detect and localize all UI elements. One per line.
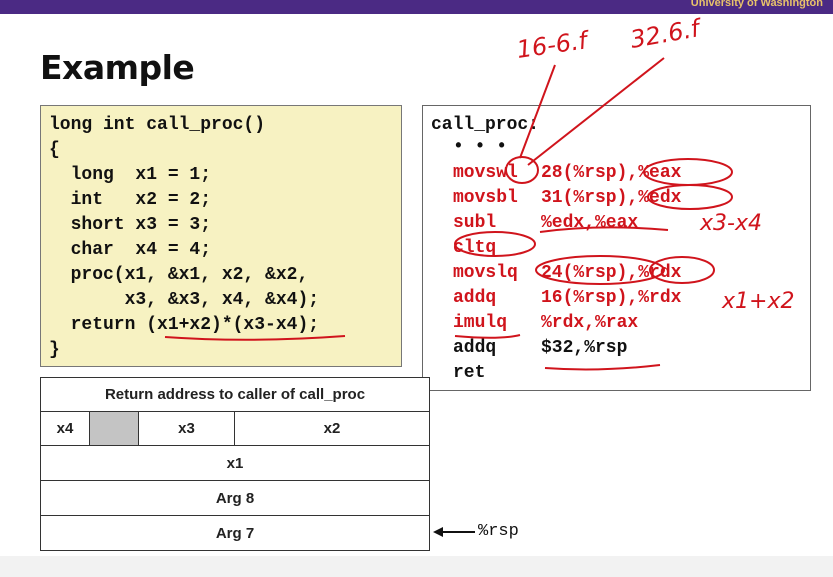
assembly-box: call_proc: • • • movswl 28(%rsp),%eax mo… — [422, 105, 811, 391]
asm-ellipsis: • • • — [453, 137, 508, 157]
stack-frame: Return address to caller of call_proc x4… — [40, 377, 430, 551]
code-line-8: x3, &x3, x4, &x4); — [49, 290, 320, 310]
circle-24rsp — [535, 255, 665, 285]
asm-args-2: 31(%rsp),%edx — [541, 188, 682, 208]
code-line-2: { — [49, 140, 60, 160]
circle-cltq — [454, 231, 536, 257]
underline-imulq — [454, 334, 521, 339]
stack-padding — [89, 411, 139, 446]
code-line-7: proc(x1, &x1, x2, &x2, — [49, 265, 309, 285]
code-line-3: long x1 = 1; — [49, 165, 212, 185]
asm-op-3: subl — [453, 213, 497, 233]
asm-op-6: addq — [453, 288, 497, 308]
bottom-strip — [0, 556, 833, 577]
c-code-box: long int call_proc() { long x1 = 1; int … — [40, 105, 402, 367]
code-line-6: char x4 = 4; — [49, 240, 212, 260]
underline-subl — [539, 226, 669, 233]
asm-args-8: $32,%rsp — [541, 338, 628, 358]
code-line-1: long int call_proc() — [49, 115, 266, 135]
circle-rdx — [649, 256, 715, 284]
code-line-4: int x2 = 2; — [49, 190, 212, 210]
circle-edx — [647, 184, 733, 210]
note-x3-minus-x4: x3-x4 — [699, 211, 762, 236]
note-32-offset: 32.6.f — [628, 14, 705, 54]
note-line-2 — [527, 57, 665, 166]
top-banner: University of Washington — [0, 0, 833, 14]
rsp-arrow-icon — [433, 527, 475, 537]
asm-op-9: ret — [453, 363, 486, 383]
note-line-1 — [519, 64, 556, 159]
rsp-pointer-label: %rsp — [478, 522, 519, 541]
asm-op-5: movslq — [453, 263, 518, 283]
asm-header: call_proc: — [431, 115, 540, 135]
asm-op-7: imulq — [453, 313, 508, 333]
code-line-10: } — [49, 340, 60, 360]
asm-op-4: cltq — [453, 238, 497, 258]
slide-title: Example — [40, 48, 195, 87]
asm-args-5: 24(%rsp),%rdx — [541, 263, 682, 283]
asm-args-7: %rdx,%rax — [541, 313, 639, 333]
stack-x3: x3 — [138, 411, 235, 446]
note-x1-plus-x2: x1+x2 — [721, 289, 794, 314]
institution-label: University of Washington — [690, 0, 823, 9]
underline-return — [164, 335, 346, 341]
circle-movswl-suffix — [505, 156, 539, 184]
stack-arg7: Arg 7 — [40, 515, 430, 551]
circle-eax — [643, 158, 733, 186]
underline-addq — [544, 364, 661, 371]
asm-op-1: movswl — [453, 163, 518, 183]
code-line-5: short x3 = 3; — [49, 215, 212, 235]
code-line-9: return (x1+x2)*(x3-x4); — [49, 315, 320, 335]
asm-args-6: 16(%rsp),%rdx — [541, 288, 682, 308]
asm-op-2: movsbl — [453, 188, 518, 208]
note-16-offset: 16-6.f — [515, 26, 592, 64]
asm-op-8: addq — [453, 338, 497, 358]
